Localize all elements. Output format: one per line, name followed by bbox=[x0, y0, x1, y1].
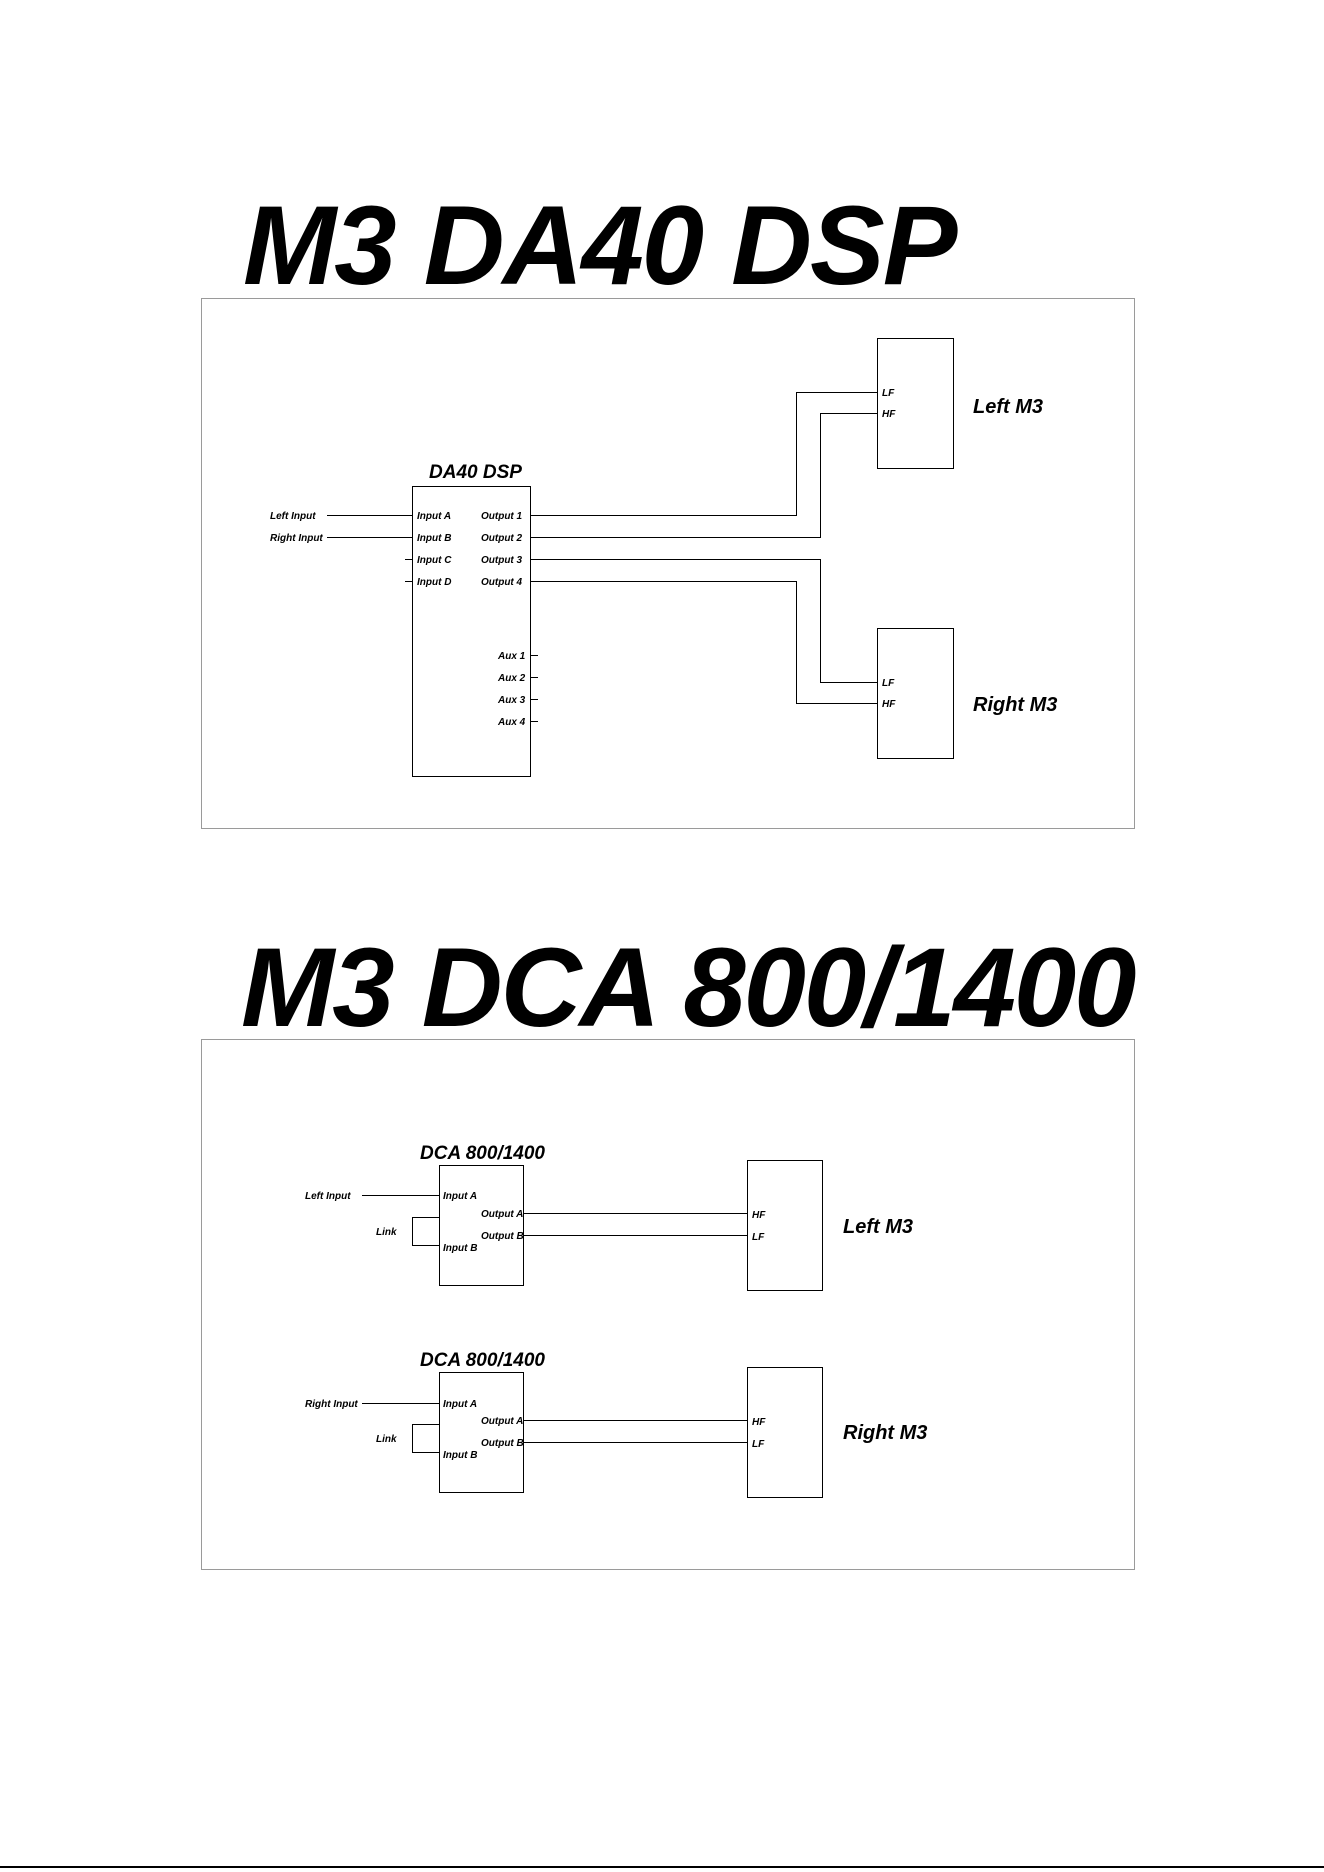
diagram-2-heading: M3 DCA 800/1400 bbox=[241, 925, 1136, 1050]
amp-2-output-b-label: Output B bbox=[481, 1438, 524, 1449]
da40-processor-title: DA40 DSP bbox=[429, 462, 522, 483]
right-m3-lf-terminal: LF bbox=[882, 678, 895, 689]
aux-1-label: Aux 1 bbox=[497, 651, 526, 662]
amp-1-output-a-label: Output A bbox=[481, 1209, 523, 1220]
input-c-label: Input C bbox=[417, 555, 452, 566]
dca-amp-2-box bbox=[439, 1372, 524, 1493]
output-2-label: Output 2 bbox=[481, 533, 523, 544]
input-a-label: Input A bbox=[417, 511, 451, 522]
dca-amp-1-title: DCA 800/1400 bbox=[420, 1143, 545, 1164]
amp-1-output-b-label: Output B bbox=[481, 1231, 524, 1242]
amp-2-link-label: Link bbox=[376, 1434, 397, 1445]
output-4-label: Output 4 bbox=[481, 577, 523, 588]
left-m3-speaker-box bbox=[877, 338, 954, 469]
amp-2-input-a-label: Input A bbox=[443, 1399, 477, 1410]
amp-2-output-a-label: Output A bbox=[481, 1416, 523, 1427]
output-4-to-right-hf-wire bbox=[530, 581, 877, 704]
right-m3-label: Right M3 bbox=[973, 694, 1057, 716]
left-m3-speaker-box-2 bbox=[747, 1160, 823, 1291]
amp-1-link-jumper bbox=[412, 1217, 439, 1246]
right-m3-speaker-box bbox=[877, 628, 954, 759]
left-input-label: Left Input bbox=[270, 511, 316, 522]
right-m3-hf-terminal-2: HF bbox=[752, 1417, 766, 1428]
footer-rule bbox=[0, 1866, 1324, 1868]
right-m3-hf-terminal: HF bbox=[882, 699, 896, 710]
amp-2-input-b-label: Input B bbox=[443, 1450, 477, 1461]
left-m3-lf-terminal: LF bbox=[882, 388, 895, 399]
left-m3-label-2: Left M3 bbox=[843, 1216, 913, 1238]
aux-4-label: Aux 4 bbox=[497, 717, 526, 728]
right-m3-speaker-box-2 bbox=[747, 1367, 823, 1498]
amp-1-source-label: Left Input bbox=[305, 1191, 351, 1202]
da40-wiring-diagram: DA40 DSP Left Input Right Input Input A … bbox=[201, 298, 1135, 829]
output-3-label: Output 3 bbox=[481, 555, 523, 566]
aux-3-label: Aux 3 bbox=[497, 695, 526, 706]
dca-amp-2-title: DCA 800/1400 bbox=[420, 1350, 545, 1371]
amp-1-input-a-label: Input A bbox=[443, 1191, 477, 1202]
diagram-2-frame bbox=[201, 1039, 1135, 1570]
amp-2-link-jumper bbox=[412, 1424, 439, 1453]
left-m3-hf-terminal: HF bbox=[882, 409, 896, 420]
dca-amp-1-box bbox=[439, 1165, 524, 1286]
input-d-label: Input D bbox=[417, 577, 451, 588]
left-m3-label: Left M3 bbox=[973, 396, 1043, 418]
aux-2-label: Aux 2 bbox=[497, 673, 526, 684]
output-2-to-left-hf-wire bbox=[530, 413, 877, 538]
amp-2-source-label: Right Input bbox=[305, 1399, 358, 1410]
right-input-label: Right Input bbox=[270, 533, 323, 544]
diagram-1-heading: M3 DA40 DSP bbox=[243, 183, 957, 308]
right-m3-label-2: Right M3 bbox=[843, 1422, 927, 1444]
dca-wiring-diagram: DCA 800/1400 Left Input Input A Input B … bbox=[201, 1039, 1135, 1570]
amp-1-link-label: Link bbox=[376, 1227, 397, 1238]
output-1-label: Output 1 bbox=[481, 511, 523, 522]
output-1-to-left-lf-wire bbox=[530, 392, 877, 516]
input-b-label: Input B bbox=[417, 533, 451, 544]
right-m3-lf-terminal-2: LF bbox=[752, 1439, 765, 1450]
output-3-to-right-lf-wire bbox=[530, 559, 877, 683]
diagram-1-frame bbox=[201, 298, 1135, 829]
da40-processor-box bbox=[412, 486, 531, 777]
left-m3-lf-terminal-2: LF bbox=[752, 1232, 765, 1243]
amp-1-input-b-label: Input B bbox=[443, 1243, 477, 1254]
aux-stubs bbox=[530, 655, 538, 722]
left-m3-hf-terminal-2: HF bbox=[752, 1210, 766, 1221]
